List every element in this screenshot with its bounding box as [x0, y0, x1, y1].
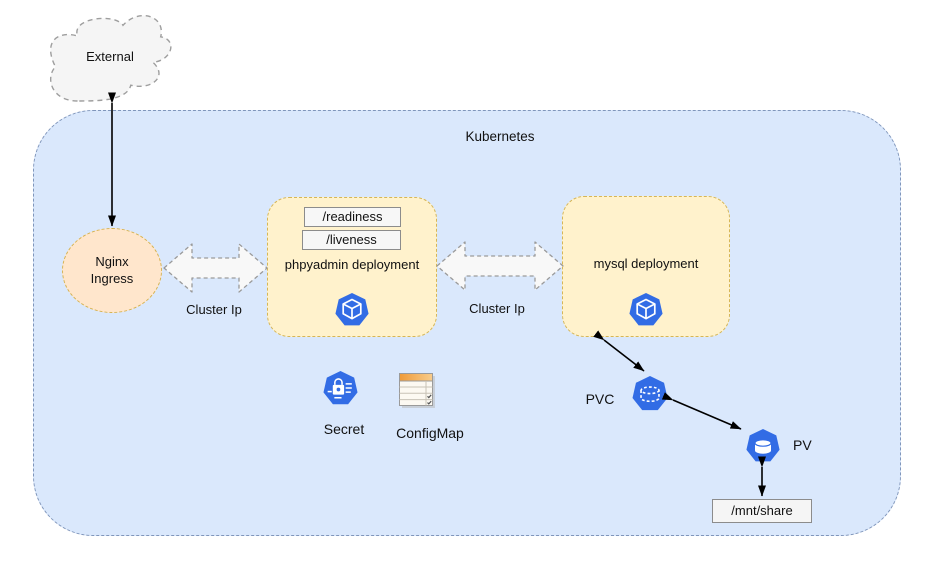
- secret-icon[interactable]: [322, 370, 359, 407]
- pv-icon[interactable]: [745, 428, 781, 464]
- readiness-probe-box[interactable]: /readiness: [304, 207, 401, 227]
- phpyadmin-deployment-label: phpyadmin deployment: [284, 257, 420, 272]
- configmap-icon[interactable]: [399, 373, 437, 410]
- pvc-label: PVC: [585, 391, 615, 407]
- external-label: External: [86, 49, 134, 64]
- configmap-label: ConfigMap: [396, 425, 464, 441]
- external-cloud-shape[interactable]: [41, 6, 179, 103]
- pv-label: PV: [793, 437, 812, 453]
- cloud-path: [50, 15, 172, 102]
- nginx-ingress-node[interactable]: Nginx Ingress: [62, 228, 162, 313]
- nginx-ingress-label-line1: Nginx: [95, 253, 129, 269]
- mysql-deployment-node[interactable]: mysql deployment: [562, 196, 730, 337]
- pod-icon[interactable]: [334, 292, 370, 328]
- nginx-ingress-label: Nginx Ingress: [91, 254, 134, 288]
- liveness-probe-box[interactable]: /liveness: [302, 230, 401, 250]
- cluster-ip-label-left: Cluster Ip: [186, 302, 242, 317]
- kubernetes-namespace-container[interactable]: [33, 110, 901, 536]
- kubernetes-label: Kubernetes: [465, 129, 535, 144]
- pod-icon[interactable]: [628, 292, 664, 328]
- mount-path-box[interactable]: /mnt/share: [712, 499, 812, 523]
- cluster-ip-label-right: Cluster Ip: [469, 301, 525, 316]
- pvc-icon[interactable]: [631, 375, 669, 413]
- mysql-deployment-label: mysql deployment: [593, 256, 699, 271]
- secret-label: Secret: [323, 421, 365, 437]
- phpyadmin-deployment-node[interactable]: /readiness /liveness phpyadmin deploymen…: [267, 197, 437, 337]
- nginx-ingress-label-line2: Ingress: [90, 270, 134, 286]
